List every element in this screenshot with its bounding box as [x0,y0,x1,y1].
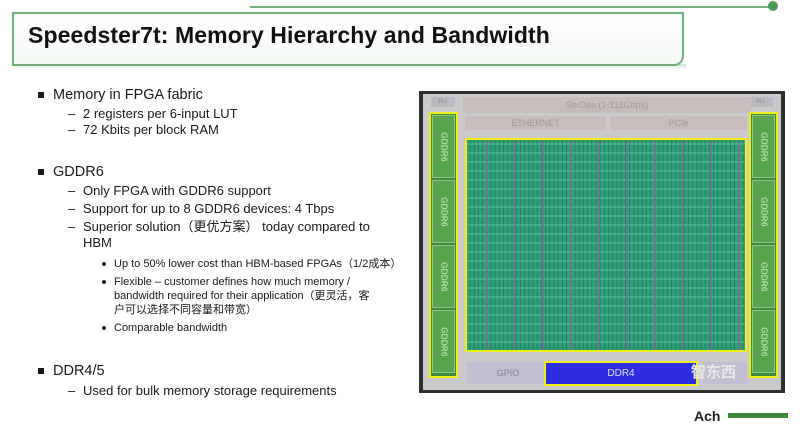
gddr6-block: GDDR6 [752,310,775,373]
fabric-grid [467,140,745,350]
bullet-item: –Only FPGA with GDDR6 support [68,183,271,198]
pcie-block: PCIe [610,116,747,130]
watermark: 智东西 [691,363,737,381]
ddr4-block: DDR4 [544,361,698,386]
section-heading-gddr6: GDDR6 [36,163,406,181]
gddr6-block: GDDR6 [432,310,455,373]
fpga-die: PLL PLL SerDes (1-112Gbps) ETHERNET PCIe… [423,94,781,390]
corner-block: PLL [431,97,455,107]
bullet-list: Memory in FPGA fabric –2 registers per 6… [36,86,406,399]
slide-title: Speedster7t: Memory Hierarchy and Bandwi… [28,22,550,48]
sub-bullet-item: Comparable bandwidth [36,321,406,335]
bullet-item: –72 Kbits per block RAM [68,122,219,137]
bullet-item: –Superior solution（更优方案） today compared … [68,219,370,250]
gddr6-column-right: GDDR6 GDDR6 GDDR6 GDDR6 [749,112,778,378]
logo-bar [728,413,788,418]
serdes-block: SerDes (1-112Gbps) [463,97,751,113]
gddr6-block: GDDR6 [752,245,775,308]
corner-block: PLL [749,97,773,107]
title-dot-ornament [768,1,778,11]
bullet-item: –2 registers per 6-input LUT [68,106,238,121]
io-block [703,362,747,384]
fpga-fabric-core [465,138,747,352]
bullet-item: –Support for up to 8 GDDR6 devices: 4 Tb… [68,201,335,216]
gddr6-block: GDDR6 [752,180,775,243]
title-shadow [14,64,686,69]
sub-bullet-item: Flexible – customer defines how much mem… [36,275,374,317]
section-heading-fabric: Memory in FPGA fabric [36,86,406,104]
gddr6-block: GDDR6 [432,180,455,243]
ethernet-block: ETHERNET [465,116,606,130]
fpga-block-diagram: PLL PLL SerDes (1-112Gbps) ETHERNET PCIe… [419,91,785,393]
sub-bullet-item: Up to 50% lower cost than HBM-based FPGA… [36,257,406,271]
gddr6-column-left: GDDR6 GDDR6 GDDR6 GDDR6 [429,112,458,378]
gddr6-block: GDDR6 [432,115,455,178]
gddr6-block: GDDR6 [752,115,775,178]
logo-fragment: Ach [694,408,721,424]
title-banner [12,12,684,66]
gddr6-block: GDDR6 [432,245,455,308]
title-top-rule [250,6,774,8]
bullet-item: –Used for bulk memory storage requiremen… [68,383,337,398]
gpio-block: GPIO [467,362,549,384]
section-heading-ddr: DDR4/5 [36,362,406,380]
